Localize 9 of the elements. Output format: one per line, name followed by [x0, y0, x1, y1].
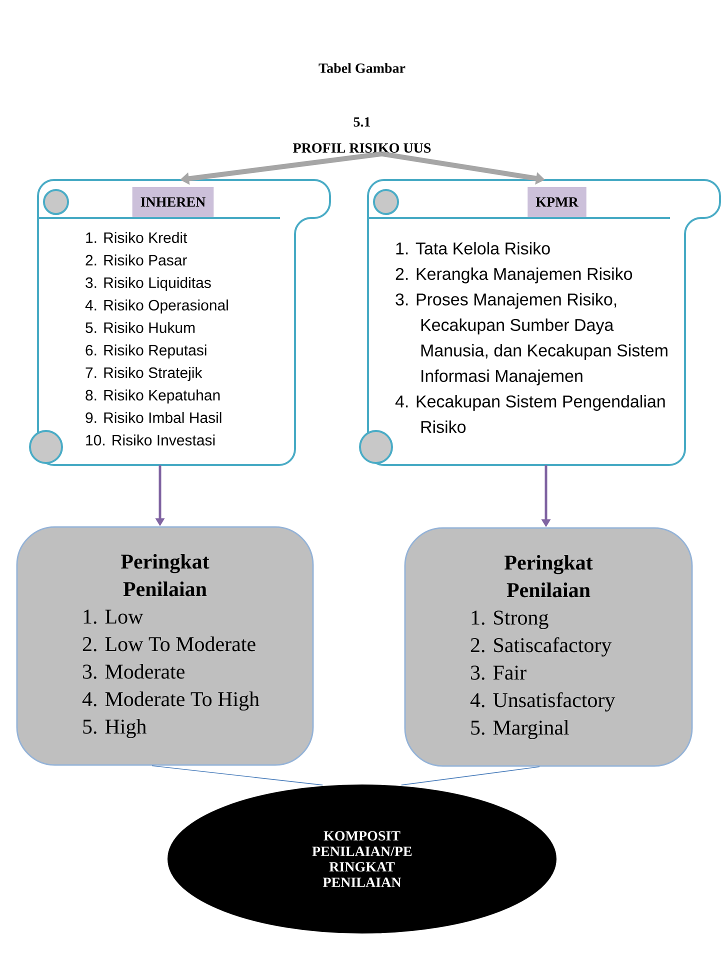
connector-line	[400, 766, 540, 786]
rating-box: Peringkat Penilaian 1. Strong 2. Satiscafactory 3. Fair 4. Unsatisfactory 5. Marginal	[404, 527, 693, 767]
connector-line	[152, 765, 324, 786]
scroll: KPMR 1. Tata Kelola Risiko 2. Kerangka Manajemen Risiko 3. Proses Manajemen Risiko, Kecakupan Sumber Daya Manusia, dan Kecakupan Sistem Informasi Manajemen 4. Kecakupan Sistem Pengendalian Risiko	[359, 179, 721, 466]
scroll: INHEREN 1. Risiko Kredit 2. Risiko Pasar 3. Risiko Liquiditas 4. Risiko Operasional 5. Risiko Hukum 6. Risiko Reputasi 7. Risiko Stratejik 8. Risiko Kepatuhan 9. Risiko Imbal Hasil 10. Risiko Investasi	[29, 179, 331, 466]
heading: PROFIL RISIKO UUS	[293, 143, 431, 153]
rating-box: Peringkat Penilaian 1. Low 2. Low To Moderate 3. Moderate 4. Moderate To High 5. High	[16, 526, 314, 766]
title: Tabel Gambar	[318, 63, 406, 73]
figure-number: 5.1	[354, 117, 370, 127]
